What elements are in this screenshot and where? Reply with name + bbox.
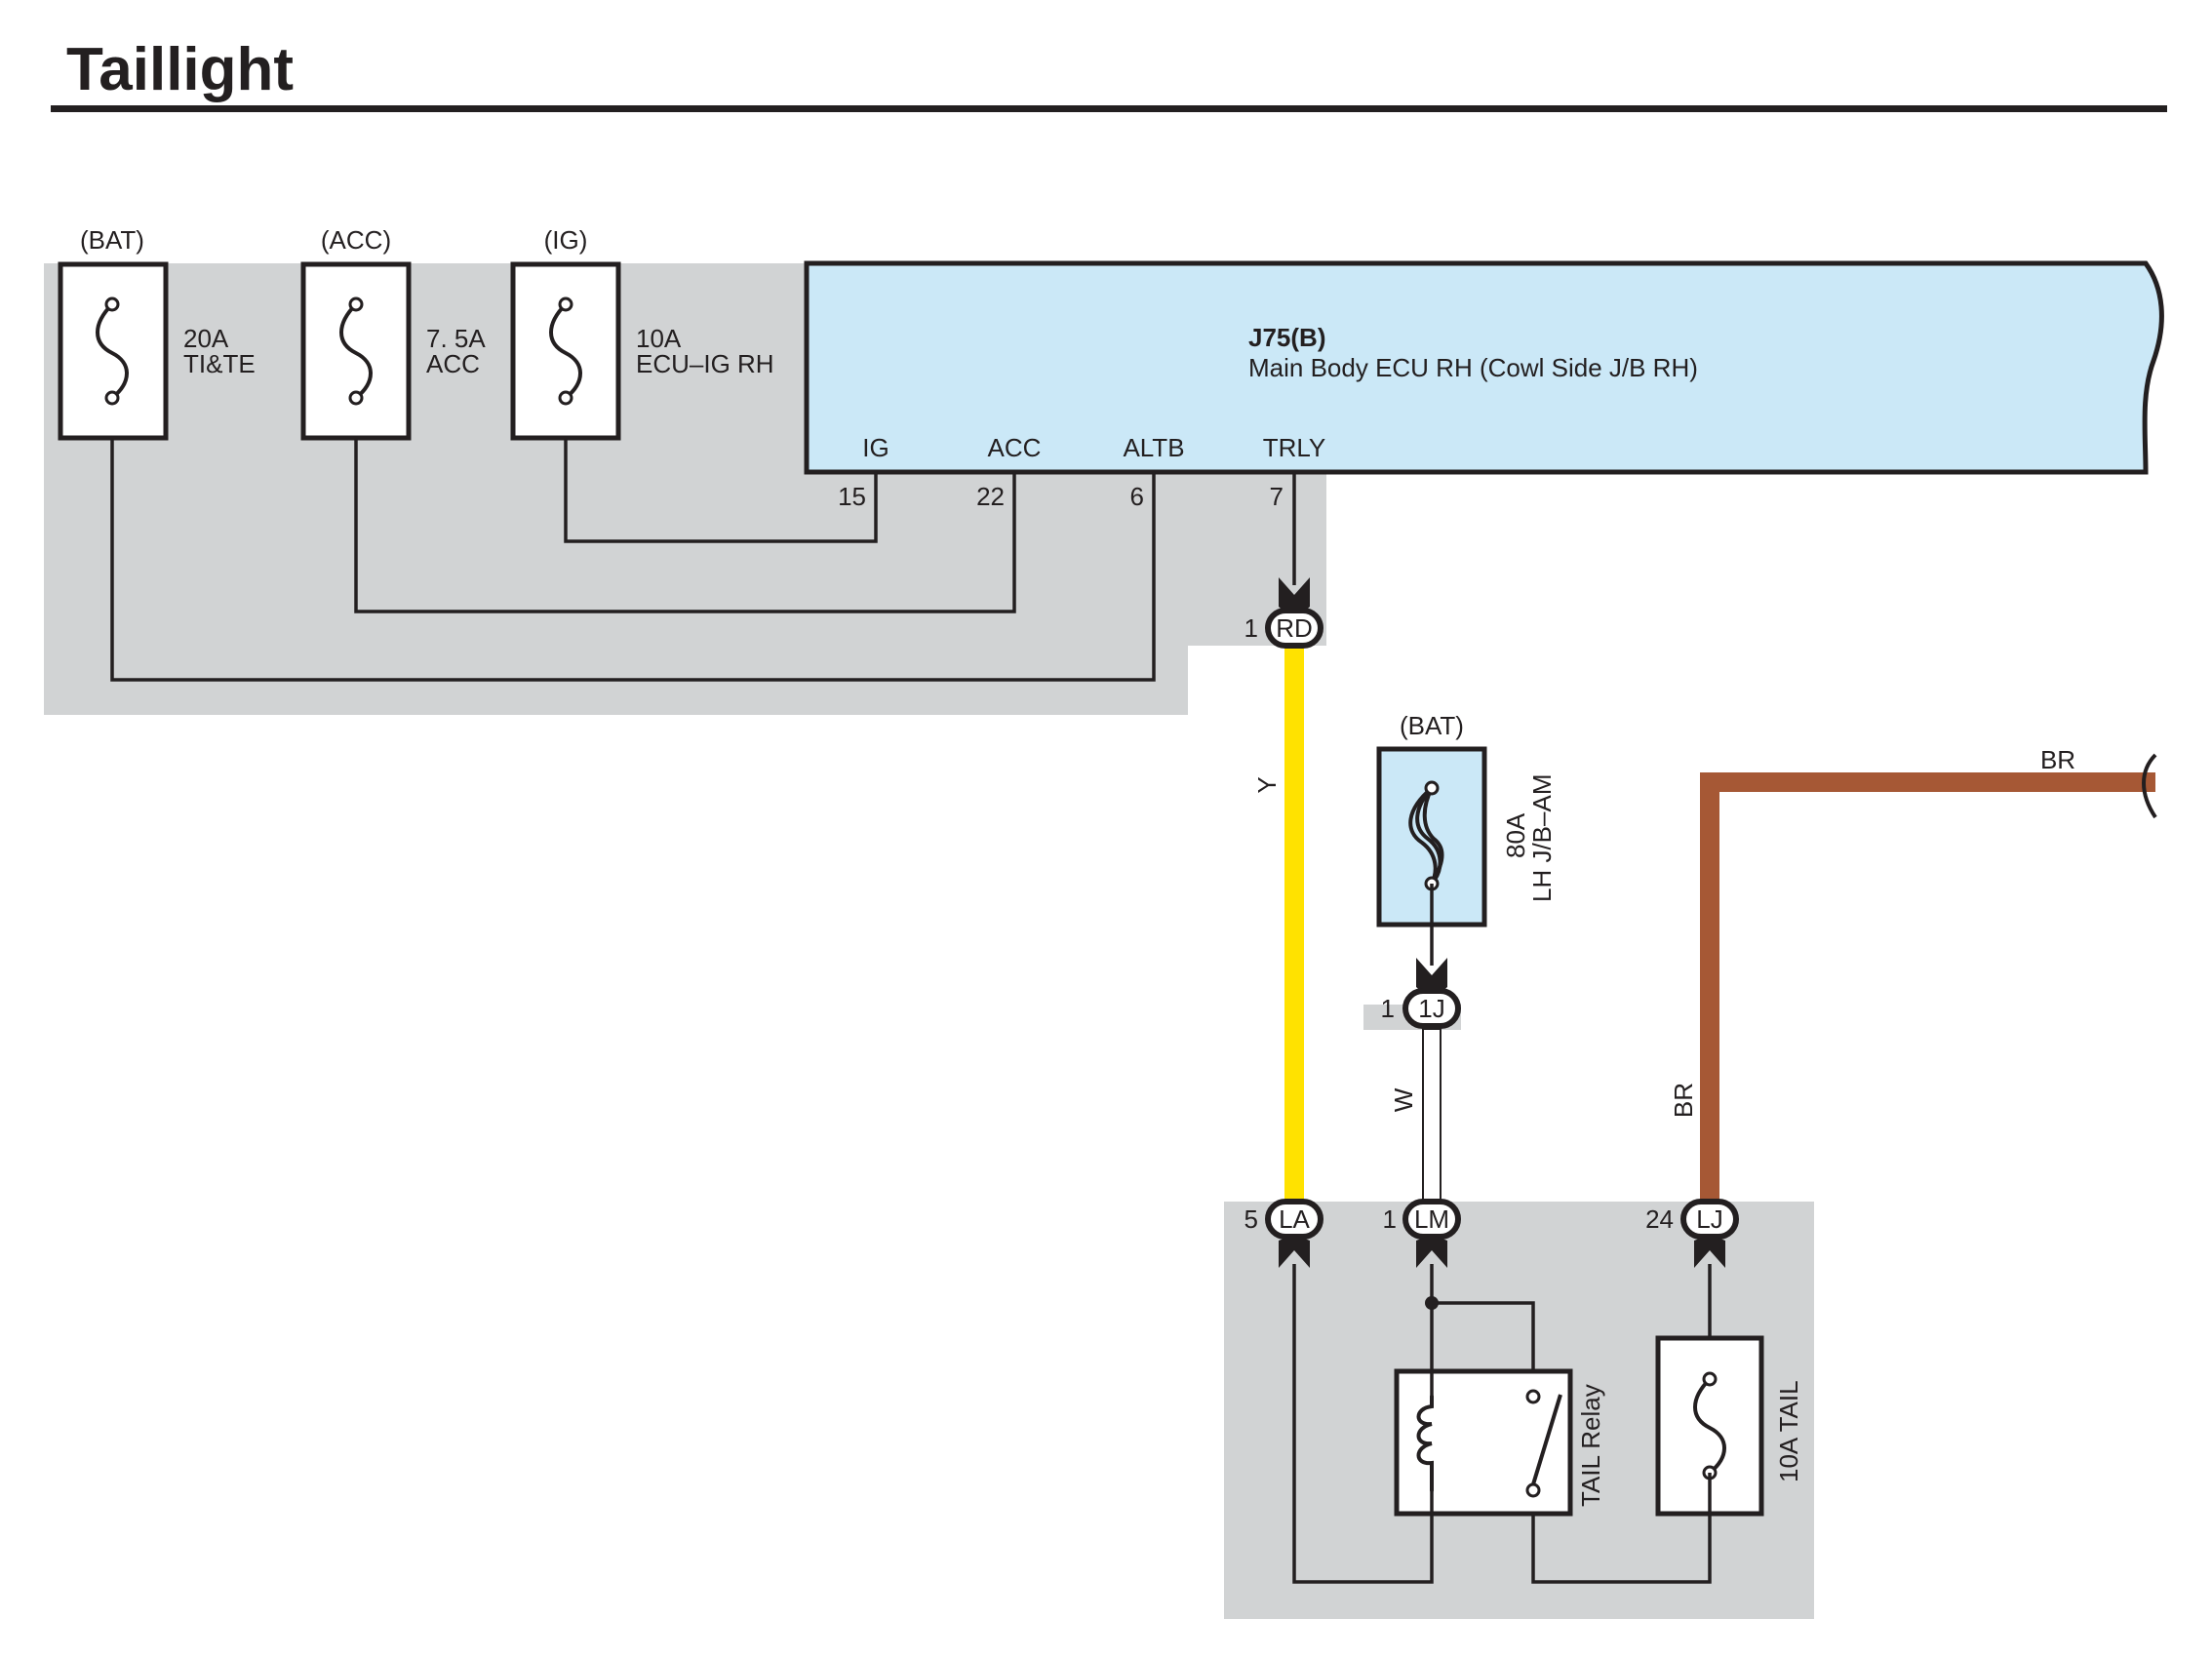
wire-brown-break	[2142, 753, 2157, 819]
wire-color-y: Y	[1252, 776, 1282, 793]
fuse-ecu-ig-rh-icon	[510, 261, 621, 441]
fuse-acc-name: ACC	[426, 349, 480, 378]
ecu-pin-acc: 22	[976, 482, 1005, 511]
ecu-pin-trly: 7	[1270, 482, 1284, 511]
connector-la-pin: 5	[1244, 1204, 1258, 1234]
wire-color-br-horizontal: BR	[2040, 745, 2075, 774]
fuse-ti-te-name: TI&TE	[183, 349, 256, 378]
wire-acc	[354, 400, 1016, 613]
wire-color-w: W	[1389, 1087, 1418, 1112]
ecu-terminal-acc: ACC	[988, 433, 1042, 462]
ecu-pin-altb: 6	[1130, 482, 1144, 511]
fuse-ti-te-rating: 20A	[183, 324, 229, 353]
power-source-ig: (IG)	[544, 225, 588, 255]
fuse-ecu-ig-rh-name: ECU–IG RH	[636, 349, 774, 378]
ecu-pin-ig: 15	[838, 482, 866, 511]
power-source-acc: (ACC)	[321, 225, 391, 255]
fuse-acc-rating: 7. 5A	[426, 324, 486, 353]
fuse-tail-icon	[1655, 1335, 1764, 1517]
wire-switch-to-tail-fuse	[1531, 1490, 1712, 1584]
title-rule	[51, 105, 2167, 112]
wire-ecu-ig	[564, 400, 878, 543]
power-source-bat-top: (BAT)	[80, 225, 144, 255]
wire-altb	[110, 400, 1156, 682]
connector-la-arrow-icon	[1279, 1235, 1310, 1268]
wire-brown	[1700, 772, 2155, 1204]
fuse-ecu-ig-rh-rating: 10A	[636, 324, 682, 353]
connector-1j	[1402, 988, 1461, 1029]
wire-white	[1422, 1028, 1442, 1204]
fuse-acc-icon	[300, 261, 412, 441]
fuse-lh-jb-am-name: LH J/B–AM	[1527, 774, 1557, 903]
ecu-terminal-altb: ALTB	[1123, 433, 1184, 462]
fuse-ti-te-icon	[58, 261, 169, 441]
connector-1j-code: 1J	[1418, 994, 1444, 1023]
ecu-terminal-trly: TRLY	[1263, 433, 1326, 462]
connector-rd-code: RD	[1276, 613, 1313, 643]
ecu-name: Main Body ECU RH (Cowl Side J/B RH)	[1248, 353, 1698, 382]
connector-1j-pin: 1	[1381, 994, 1395, 1023]
power-source-bat-mid: (BAT)	[1400, 711, 1464, 740]
connector-lj-code: LJ	[1696, 1204, 1722, 1234]
connector-lj-pin: 24	[1645, 1204, 1674, 1234]
connector-rd	[1265, 608, 1323, 649]
tail-relay-name: TAIL Relay	[1576, 1384, 1605, 1507]
connector-lm-pin: 1	[1383, 1204, 1397, 1234]
fuse-tail-label: 10A TAIL	[1774, 1380, 1803, 1482]
ecu-code: J75(B)	[1248, 323, 1325, 352]
connector-la-code: LA	[1279, 1204, 1310, 1234]
connector-rd-pin: 1	[1244, 613, 1258, 643]
fuse-lh-jb-am-rating: 80A	[1501, 812, 1530, 858]
ecu-terminal-ig: IG	[862, 433, 889, 462]
connector-lm-code: LM	[1414, 1204, 1449, 1234]
wire-color-br-vertical: BR	[1669, 1083, 1698, 1118]
connector-lj-arrow-icon	[1694, 1235, 1725, 1268]
wire-lm-to-switch	[1432, 1301, 1535, 1397]
tail-relay-icon	[1394, 1368, 1573, 1517]
wire-yellow	[1284, 649, 1304, 1204]
connector-lm-arrow-icon	[1416, 1235, 1447, 1268]
main-body-ecu-box	[804, 260, 2164, 475]
page-title: Taillight	[66, 36, 294, 103]
